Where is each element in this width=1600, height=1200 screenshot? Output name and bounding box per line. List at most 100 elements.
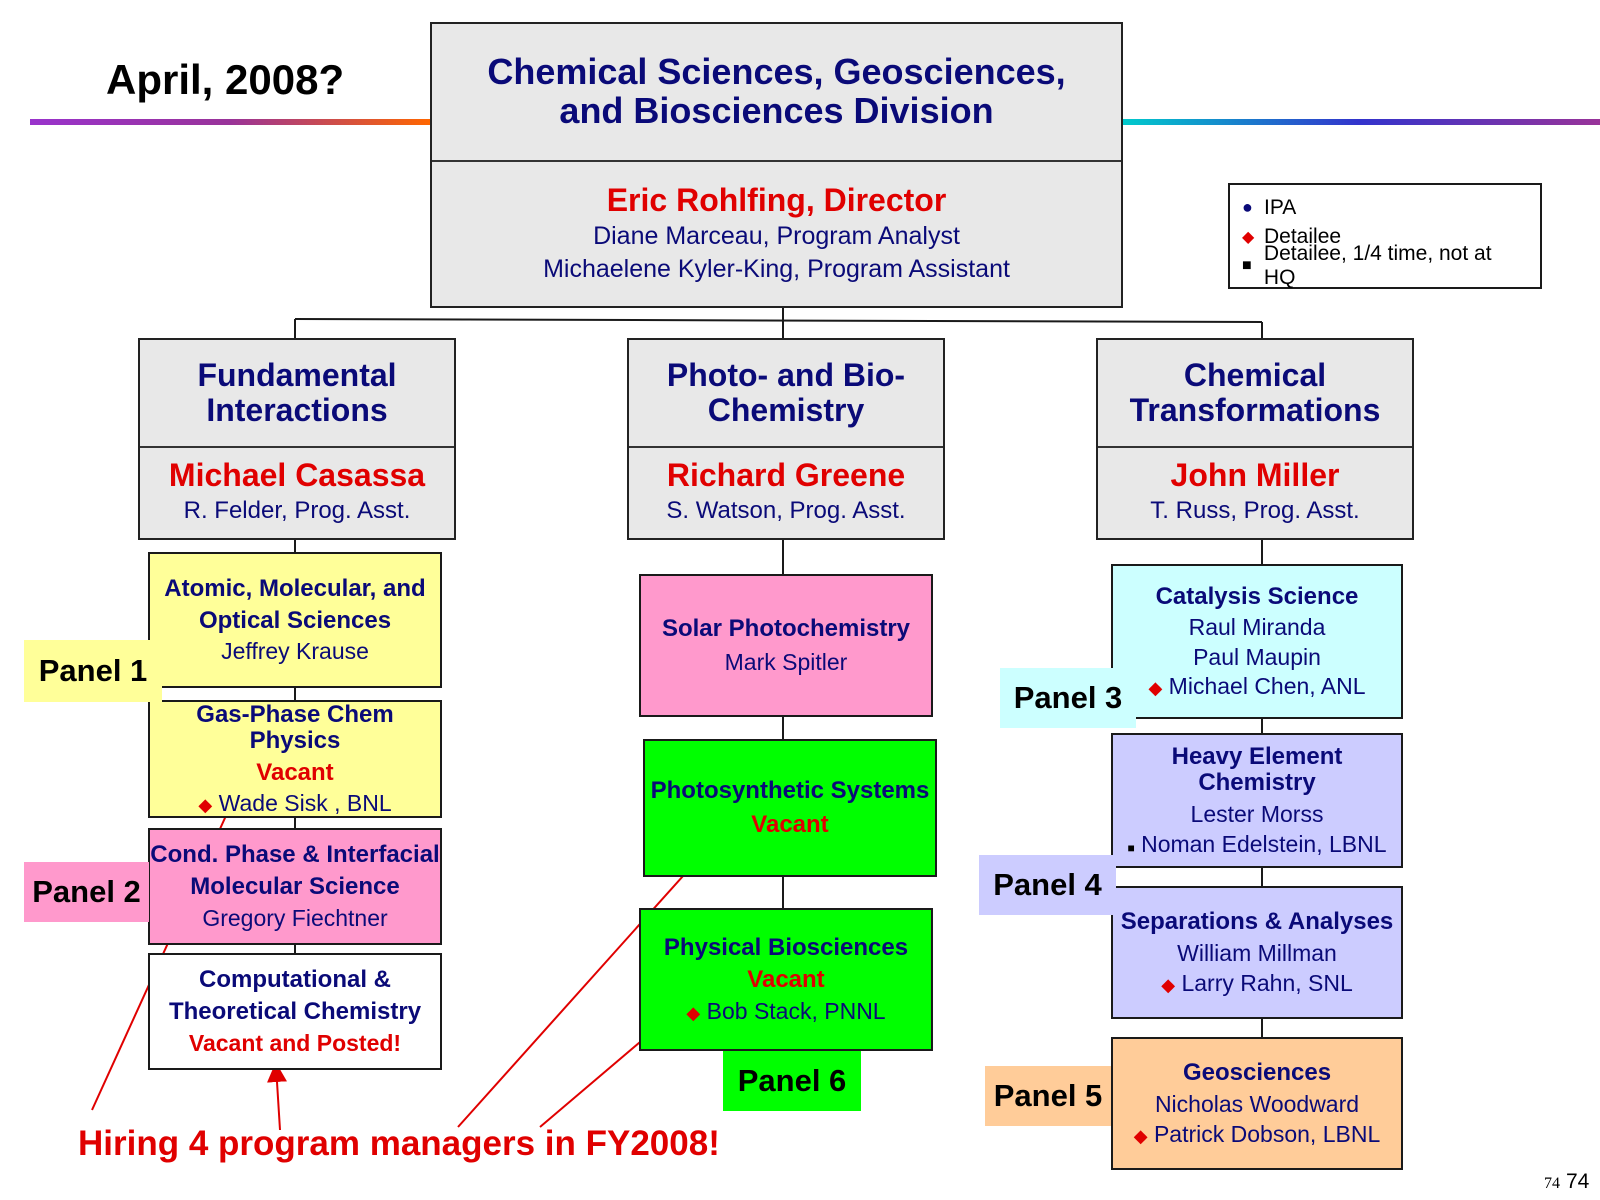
program-title-line2: Optical Sciences <box>198 606 392 634</box>
detailee-name: Bob Stack, PNNL <box>706 997 886 1024</box>
program-status: Vacant and Posted! <box>188 1029 402 1056</box>
division-box: Chemical Sciences, Geosciences, and Bios… <box>430 22 1123 308</box>
program-detailee: ◆ Wade Sisk , BNL <box>198 791 391 816</box>
branch-title-line2: Chemistry <box>707 392 865 428</box>
program-photosynthetic-systems: Photosynthetic Systems Vacant <box>643 739 937 877</box>
branch-assistant: S. Watson, Prog. Asst. <box>666 497 906 525</box>
page-number-small: 74 <box>1544 1175 1560 1192</box>
black-square-icon: ■ <box>1127 841 1135 856</box>
program-heavy-element-chemistry: Heavy Element Chemistry Lester Morss ■ N… <box>1111 733 1403 868</box>
detailee-name: Wade Sisk , BNL <box>218 790 392 817</box>
legend-label-detailee: Detailee <box>1264 224 1342 248</box>
red-diamond-icon: ◆ <box>1242 228 1255 246</box>
detailee-name: Michael Chen, ANL <box>1168 673 1366 700</box>
decorative-bar-left <box>30 119 430 125</box>
program-title: Heavy Element Chemistry <box>1171 742 1343 796</box>
program-computational: Computational & Theoretical Chemistry Va… <box>148 953 442 1070</box>
program-manager: Nicholas Woodward <box>1154 1090 1360 1117</box>
red-diamond-icon: ◆ <box>686 1002 701 1023</box>
branch-title-line1: Chemical <box>1183 357 1327 394</box>
red-diamond-icon: ◆ <box>1148 678 1163 699</box>
program-catalysis-science: Catalysis Science Raul Miranda Paul Maup… <box>1111 564 1403 719</box>
program-physical-biosciences: Physical Biosciences Vacant ◆ Bob Stack,… <box>639 908 933 1051</box>
program-status: Vacant <box>751 811 829 838</box>
branch-assistant: T. Russ, Prog. Asst. <box>1150 497 1360 525</box>
program-title-line2: Molecular Science <box>190 873 400 901</box>
program-manager: Gregory Fiechtner <box>202 904 388 931</box>
program-title: Solar Photochemistry <box>661 615 911 643</box>
branch-lead: John Miller <box>1170 456 1340 493</box>
panel-5-label: Panel 5 <box>985 1066 1111 1126</box>
date-label: April, 2008? <box>106 56 345 103</box>
program-title: Geosciences <box>1182 1058 1332 1086</box>
program-status: Vacant <box>256 758 334 786</box>
program-title: Catalysis Science <box>1155 582 1359 610</box>
program-title-line1: Cond. Phase & Interfacial <box>150 841 440 869</box>
red-diamond-icon: ◆ <box>1161 975 1176 996</box>
bullet-icon: ● <box>1242 197 1253 217</box>
hiring-note: Hiring 4 program managers in FY2008! <box>78 1124 720 1163</box>
red-diamond-icon: ◆ <box>198 795 213 816</box>
branch-title-line2: Interactions <box>206 392 388 428</box>
branch-assistant: R. Felder, Prog. Asst. <box>183 497 411 525</box>
division-title-line1: Chemical Sciences, Geosciences, <box>487 51 1066 93</box>
program-geosciences: Geosciences Nicholas Woodward ◆ Patrick … <box>1111 1037 1403 1170</box>
panel-3-label: Panel 3 <box>1000 668 1136 728</box>
branch-lead: Michael Casassa <box>168 456 426 493</box>
detailee-name: Noman Edelstein, LBNL <box>1141 831 1387 858</box>
branch-title-line1: Fundamental <box>197 357 397 394</box>
division-staff-analyst: Diane Marceau, Program Analyst <box>593 222 960 251</box>
program-detailee: ◆ Bob Stack, PNNL <box>686 999 885 1024</box>
legend-item-part-time: ■ Detailee, 1/4 time, not at HQ <box>1242 242 1528 289</box>
page-number: 74 <box>1566 1170 1590 1193</box>
panel-6-label: Panel 6 <box>723 1051 861 1111</box>
program-separations-analyses: Separations & Analyses William Millman ◆… <box>1111 886 1403 1019</box>
program-status: Vacant <box>747 966 825 994</box>
branch-chemical-transformations: Chemical Transformations John Miller T. … <box>1096 338 1414 540</box>
division-director: Eric Rohlfing, Director <box>606 181 947 218</box>
division-title: Chemical Sciences, Geosciences, and Bios… <box>432 24 1121 160</box>
program-manager: William Millman <box>1177 939 1337 966</box>
program-amos: Atomic, Molecular, and Optical Sciences … <box>148 552 442 688</box>
detailee-name: Larry Rahn, SNL <box>1181 970 1353 997</box>
program-detailee: ◆ Larry Rahn, SNL <box>1161 971 1353 996</box>
branch-lead: Richard Greene <box>666 456 906 493</box>
panel-4-label: Panel 4 <box>979 855 1116 915</box>
legend-item-ipa: ● IPA <box>1242 193 1528 222</box>
program-manager-2: Paul Maupin <box>1193 643 1321 670</box>
program-manager: Mark Spitler <box>724 649 848 676</box>
legend-label-part-time: Detailee, 1/4 time, not at HQ <box>1263 241 1492 289</box>
legend-item-detailee: ◆ Detailee <box>1242 222 1528 251</box>
program-gas-phase: Gas-Phase Chem Physics Vacant ◆ Wade Sis… <box>148 700 442 818</box>
decorative-bar-right <box>1120 119 1600 125</box>
panel-2-label: Panel 2 <box>24 862 149 922</box>
arrow-to-computational <box>267 1062 287 1131</box>
program-cond-phase: Cond. Phase & Interfacial Molecular Scie… <box>148 828 442 945</box>
program-title: Photosynthetic Systems <box>650 777 930 805</box>
program-title-line2: Theoretical Chemistry <box>168 998 422 1026</box>
branch-title-line1: Photo- and Bio- <box>666 357 906 394</box>
legend-label-ipa: IPA <box>1264 195 1297 219</box>
program-title: Gas-Phase Chem Physics <box>196 700 394 754</box>
black-square-icon: ■ <box>1242 256 1252 274</box>
detailee-name: Patrick Dobson, LBNL <box>1153 1121 1381 1148</box>
program-title: Physical Biosciences <box>663 934 909 962</box>
program-detailee: ■ Noman Edelstein, LBNL <box>1127 832 1386 857</box>
program-manager-1: Raul Miranda <box>1188 613 1326 640</box>
program-detailee: ◆ Michael Chen, ANL <box>1148 674 1365 699</box>
panel-1-label: Panel 1 <box>24 640 162 702</box>
program-detailee: ◆ Patrick Dobson, LBNL <box>1134 1122 1381 1147</box>
program-title-line1: Atomic, Molecular, and <box>164 574 426 602</box>
program-manager: Jeffrey Krause <box>221 638 369 665</box>
program-solar-photochemistry: Solar Photochemistry Mark Spitler <box>639 574 933 717</box>
program-title: Separations & Analyses <box>1120 907 1394 935</box>
division-title-line2: and Biosciences Division <box>559 90 994 131</box>
legend: ● IPA ◆ Detailee ■ Detailee, 1/4 time, n… <box>1228 183 1542 289</box>
program-title-line1: Computational & <box>199 966 391 994</box>
red-diamond-icon: ◆ <box>1133 1126 1148 1147</box>
branch-fundamental-interactions: Fundamental Interactions Michael Casassa… <box>138 338 456 540</box>
branch-photo-bio-chemistry: Photo- and Bio- Chemistry Richard Greene… <box>627 338 945 540</box>
branch-title-line2: Transformations <box>1129 392 1381 428</box>
program-manager: Lester Morss <box>1190 800 1324 827</box>
